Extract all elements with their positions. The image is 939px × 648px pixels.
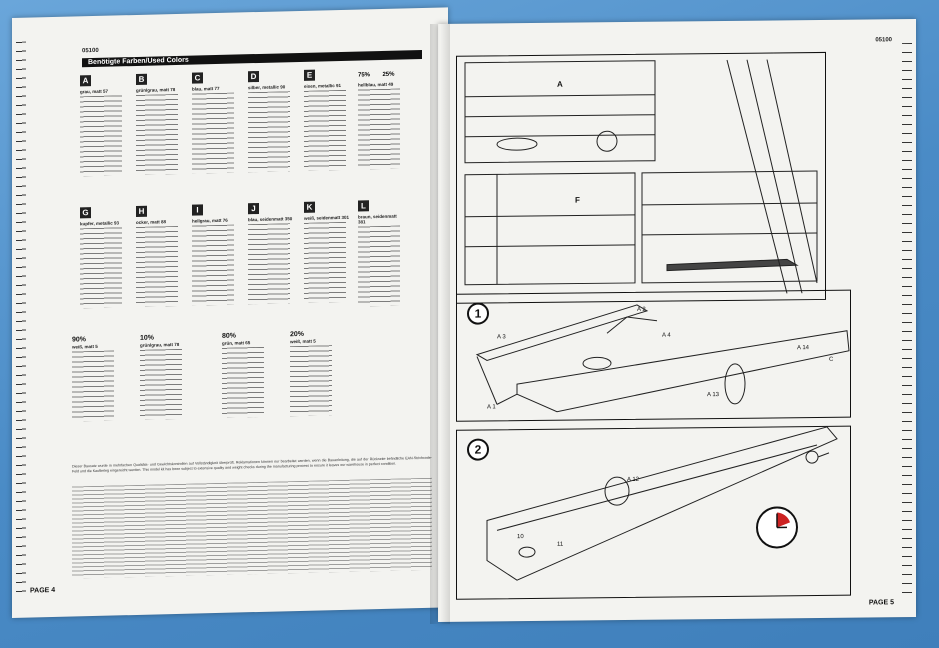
book-spine [430,24,450,624]
mix-1: 90% weiß, matt 5 [72,335,132,422]
callout-a3: A 3 [497,334,506,341]
left-page-edge-ticks [16,41,26,594]
page-number-left: PAGE 4 [30,586,56,595]
mix-1b: 10% grünlgrau, matt 78 [140,333,200,420]
right-page-code: 05100 [875,37,892,44]
step-1-drawing [475,304,850,413]
right-page: 05100 A F 1 [438,18,916,623]
color-F: 75% 25% hellblau, matt 49 [358,62,405,170]
step-2-panel: 2 A 12 10 11 [456,425,851,600]
mix-2: 80% grün, matt 65 [222,331,282,418]
color-mixes: 90% weiß, matt 5 10% grünlgrau, matt 78 … [72,328,432,457]
callout-c: C [829,356,834,363]
legal-text: Dieser Bausatz wurde in mehrfachen Quali… [72,455,432,474]
clock-icon [756,506,798,549]
left-page-code: 05100 [82,47,99,55]
callout-a13: A 13 [707,392,720,399]
callout-a12: A 12 [627,476,640,484]
callout-a4: A 4 [662,332,671,339]
callout-a1: A 1 [487,404,496,411]
sprue-diagram: A F [456,51,826,304]
sprue-letter-a: A [557,79,563,89]
mix-2b: 20% weiß, matt 5 [290,330,350,417]
legal-text-lines [72,477,432,579]
sprue-letter-f: F [575,195,580,205]
right-page-edge-ticks [902,43,912,594]
glue-tube-icon [805,450,830,464]
step-2-drawing [486,426,838,581]
page-number-right: PAGE 5 [868,599,894,607]
sprue-drawing [464,59,818,294]
callout-a2: A 2 [637,306,646,313]
callout-11: 11 [557,541,564,548]
callout-10: 10 [517,534,524,541]
callout-a14: A 14 [797,345,810,352]
step-1-panel: 1 A 2 A 3 A 4 A 1 A 13 A 14 C [456,289,851,422]
